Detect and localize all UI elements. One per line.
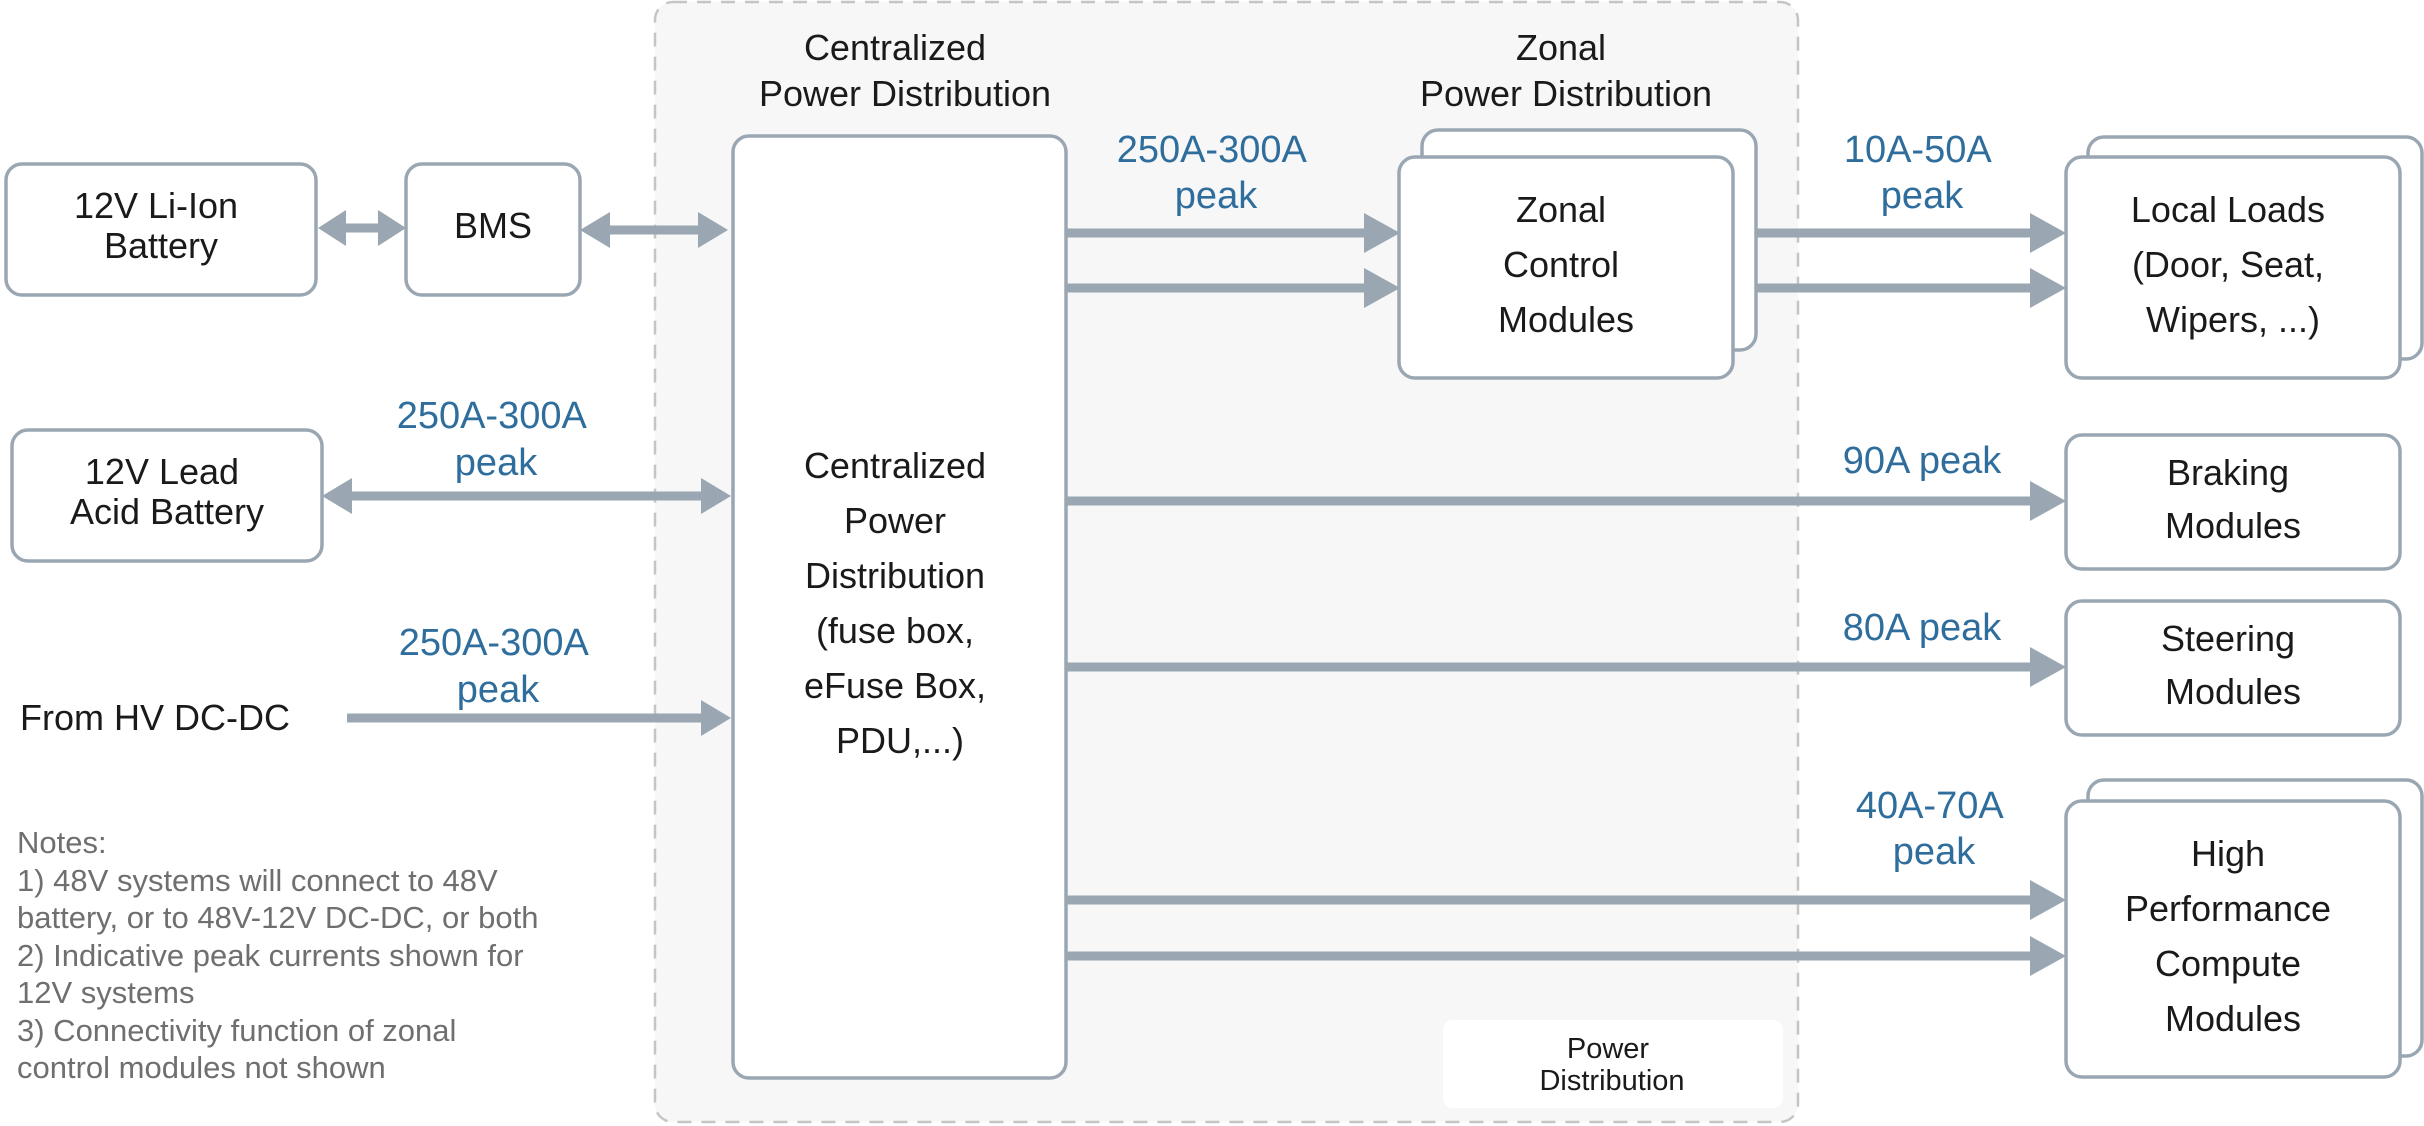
zonal-box [1397,155,1735,380]
arrow-leadacid-central [322,478,731,514]
braking-box [2064,433,2402,571]
current-label-braking: 90A peak [1843,440,2002,482]
centralized-title: Centralized Power Distribution [759,27,1051,114]
current-label-to-local: 10A-50A peak [1844,129,2000,217]
arrow-hv-central [347,700,731,736]
arrow-bms-central [580,212,728,248]
li-ion-battery-label: 12V Li-Ion Battery [74,185,248,266]
lead-acid-battery-label: 12V Lead Acid Battery [70,451,264,532]
steering-box [2064,599,2402,737]
arrow-central-hpc-1 [1066,880,2066,920]
arrow-central-zonal-2 [1066,268,1400,308]
zonal-box-label: Zonal Control Modules [1498,189,1634,340]
zonal-title: Zonal Power Distribution [1420,27,1712,114]
notes-title: Notes: [17,825,107,860]
li-ion-battery-box [4,162,318,297]
arrow-zonal-local-1 [1732,213,2066,253]
arrow-central-hpc-2 [1066,936,2066,976]
hpc-box [2064,799,2402,1079]
bms-box [404,162,582,297]
bms-label: BMS [454,205,532,246]
arrow-central-zonal-1 [1066,213,1400,253]
braking-label: Braking Modules [2165,452,2301,546]
legend-label: Power Distribution [1539,1033,1684,1097]
current-label-steering: 80A peak [1843,607,2002,649]
current-label-hv: 250A-300A peak [399,622,598,711]
arrow-central-steering [1066,647,2066,687]
centralized-distribution-box [731,134,1068,1080]
arrow-zonal-local-2 [1732,268,2066,308]
current-label-lead-acid: 250A-300A peak [397,395,596,484]
current-label-hpc: 40A-70A peak [1856,785,2012,873]
arrow-liion-bms [318,210,406,246]
lead-acid-battery-box [10,428,324,563]
local-loads-label: Local Loads (Door, Seat, Wipers, ...) [2131,189,2335,340]
centralized-distribution-label: Centralized Power Distribution (fuse box… [804,445,996,761]
local-loads-box [2064,155,2402,380]
legend-box [1443,1020,1783,1108]
current-label-to-zonal: 250A-300A peak [1117,129,1316,217]
hv-dcdc-label: From HV DC-DC [20,697,290,738]
arrow-central-braking [1066,481,2066,521]
steering-label: Steering Modules [2161,618,2305,712]
notes-block: Notes: 1) 48V systems will connect to 48… [17,825,547,1085]
hpc-label: High Performance Compute Modules [2125,833,2341,1039]
